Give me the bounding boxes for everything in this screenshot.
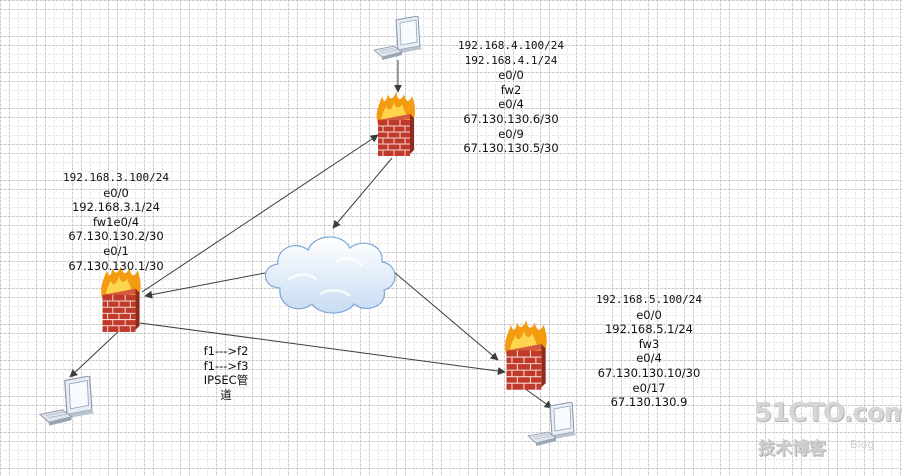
- fw2-inside-port: e0/0: [498, 68, 524, 83]
- fw3-uplink-ip: 67.130.130.9: [610, 395, 688, 410]
- link-fw3-pc3: [523, 387, 553, 409]
- link-fw2-cloud: [332, 157, 393, 229]
- computer-icon-pc3: [527, 402, 576, 446]
- fw2-outside-port: e0/4: [498, 97, 524, 112]
- fw3-uplink-port: e0/17: [632, 380, 666, 395]
- fw1-uplink-port: e0/1: [103, 243, 129, 258]
- link-cloud-fw1: [144, 272, 266, 299]
- fw1-pc-ip: 192.168.3.100/24: [63, 171, 169, 184]
- watermark-brand: 51CTO.com: [754, 398, 902, 428]
- link-fw1-pc1: [69, 329, 121, 378]
- tunnel-label-block: f1--->f2 f1--->f3 IPSEC管 道: [186, 344, 266, 402]
- firewall-icon-fw1: [101, 266, 141, 332]
- fw3-outside-ip: 67.130.130.10/30: [597, 365, 701, 380]
- fw2-outside-ip: 67.130.130.6/30: [463, 111, 559, 126]
- fw2-uplink-ip: 67.130.130.5/30: [463, 141, 559, 156]
- tunnel-f1-f2: f1--->f2: [203, 344, 249, 358]
- internet-cloud-icon: [264, 236, 396, 314]
- tunnel-f1-f3: f1--->f3: [203, 358, 249, 373]
- fw3-inside-ip: 192.168.5.1/24: [604, 322, 693, 337]
- tunnel-ipsec-label-cont: 道: [220, 387, 232, 402]
- watermark-blog: Blog: [850, 438, 875, 451]
- fw3-label-block: 192.168.5.100/24 e0/0 192.168.5.1/24 fw3…: [582, 293, 716, 410]
- link-cloud-fw3: [393, 271, 499, 361]
- fw1-inside-port: e0/0: [103, 185, 129, 200]
- watermark-subtitle: 技术博客: [758, 439, 826, 459]
- link-fw1-fw2: [141, 134, 379, 293]
- fw1-inside-ip: 192.168.3.1/24: [71, 200, 160, 215]
- fw3-pc-ip: 192.168.5.100/24: [596, 293, 702, 306]
- computer-icon-pc2: [373, 16, 422, 60]
- fw1-label-block: 192.168.3.100/24 e0/0 192.168.3.1/24 fw1…: [52, 171, 180, 273]
- fw3-outside-port: e0/4: [636, 351, 662, 366]
- firewall-icon-fw2: [376, 92, 415, 156]
- tunnel-ipsec-label: IPSEC管: [203, 373, 249, 388]
- computer-icon-pc1: [38, 376, 95, 426]
- fw1-name-port: fw1e0/4: [92, 214, 140, 229]
- fw1-outside-ip: 67.130.130.2/30: [68, 229, 164, 244]
- fw2-pc-ip: 192.168.4.100/24: [458, 39, 564, 52]
- fw2-name: fw2: [500, 82, 522, 97]
- fw3-name: fw3: [638, 336, 660, 351]
- watermark-logo: 51CTO.com 技术博客 Blog: [754, 398, 902, 462]
- fw2-inside-ip: 192.168.4.1/24: [464, 53, 558, 67]
- fw1-uplink-ip: 67.130.130.1/30: [68, 258, 164, 273]
- link-fw1-fw3-tunnel: [139, 322, 506, 376]
- firewall-icon-fw3: [505, 320, 547, 390]
- fw3-inside-port: e0/0: [636, 307, 662, 322]
- fw2-label-block: 192.168.4.100/24 192.168.4.1/24 e0/0 fw2…: [446, 39, 576, 156]
- fw2-uplink-port: e0/9: [498, 126, 524, 141]
